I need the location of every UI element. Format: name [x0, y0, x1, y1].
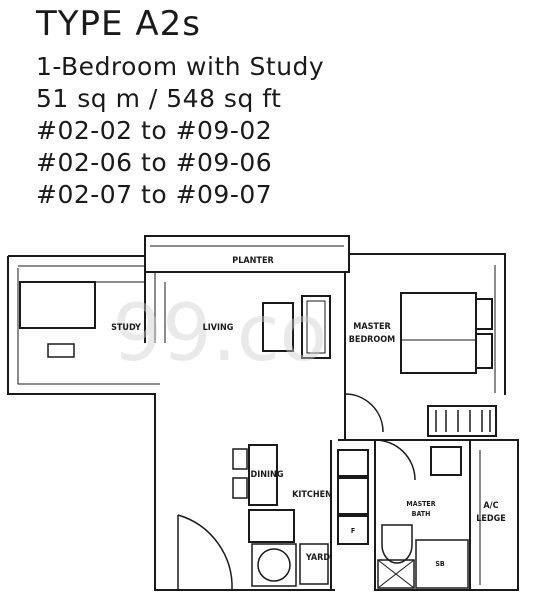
- bed: [400, 292, 477, 374]
- label-ac-ledge-1: A/C: [483, 501, 498, 511]
- wardrobe: [427, 405, 497, 437]
- planter-outline: [144, 235, 350, 273]
- label-fridge: F: [351, 527, 355, 535]
- label-study: STUDY: [111, 323, 141, 333]
- study-chair: [47, 343, 75, 358]
- bath-door: [374, 439, 416, 481]
- shower-bench: [415, 539, 469, 589]
- sofa: [301, 295, 331, 359]
- study-desk: [19, 281, 96, 329]
- ac-ledge: [469, 439, 519, 591]
- label-dining: DINING: [251, 470, 284, 480]
- unit-range-3: #02-07 to #09-07: [36, 180, 273, 209]
- shower-tray: [377, 559, 415, 589]
- unit-range-2: #02-06 to #09-06: [36, 148, 273, 177]
- unit-description: 1-Bedroom with Study: [36, 52, 325, 81]
- unit-area: 51 sq m / 548 sq ft: [36, 84, 282, 113]
- toilet: [381, 524, 413, 564]
- fridge: [337, 515, 369, 545]
- living-table: [262, 302, 294, 352]
- label-planter: PLANTER: [232, 256, 274, 266]
- label-master-bath-2: BATH: [412, 510, 431, 518]
- label-ac-ledge-2: LEDGE: [476, 514, 506, 524]
- bedside-table-1: [475, 298, 493, 330]
- sink: [337, 477, 369, 515]
- bedside-table-2: [475, 333, 493, 369]
- label-kitchen: KITCHEN: [292, 490, 332, 500]
- washing-machine: [251, 543, 297, 587]
- bath-sink: [430, 446, 462, 476]
- label-master-bedroom-2: BEDROOM: [349, 335, 396, 345]
- label-master-bath-1: MASTER: [406, 500, 435, 508]
- label-master-bedroom-1: MASTER: [353, 322, 391, 332]
- outer-wall-left: [7, 256, 178, 591]
- entrance-door: [177, 514, 233, 591]
- unit-type-title: TYPE A2s: [36, 4, 201, 44]
- stove: [337, 449, 369, 477]
- label-shower-bench: SB: [435, 560, 445, 568]
- dining-table: [248, 444, 278, 506]
- yard-shelf: [248, 509, 295, 543]
- label-living: LIVING: [203, 323, 234, 333]
- unit-range-1: #02-02 to #09-02: [36, 116, 273, 145]
- label-yard: YARD: [305, 553, 331, 563]
- watermark-logo: 99.co: [113, 289, 328, 379]
- bedroom-door: [344, 393, 384, 433]
